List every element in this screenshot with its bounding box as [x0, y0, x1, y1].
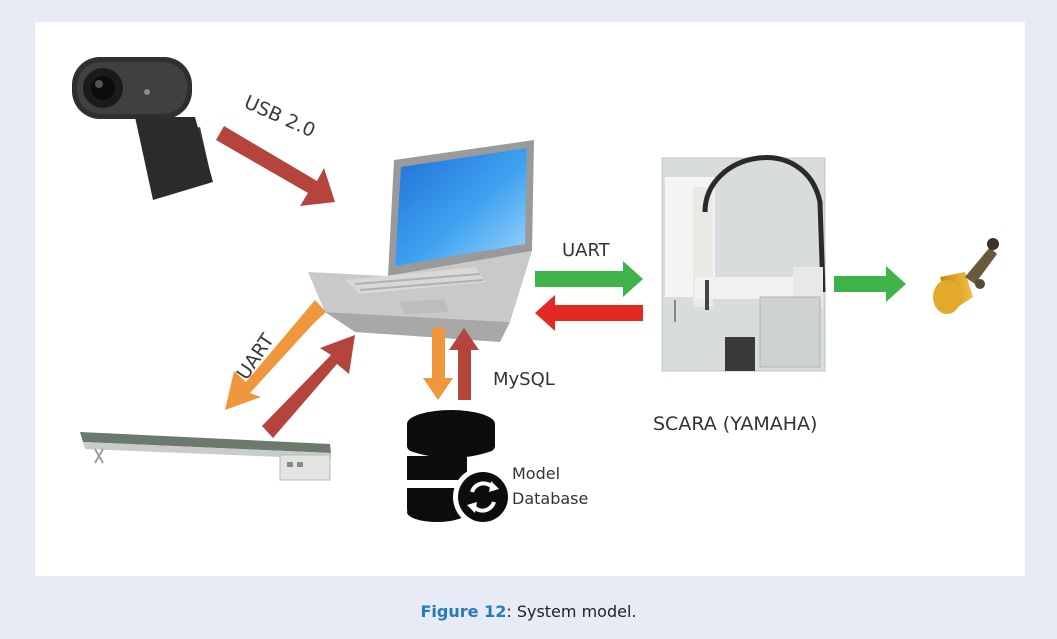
- scara-label: SCARA (YAMAHA): [653, 413, 817, 435]
- output-arrow: [834, 266, 906, 302]
- usb-label: USB 2.0: [241, 91, 319, 142]
- system-model-diagram: USB 2.0 UART: [72, 57, 999, 527]
- db-label-line1: Model: [512, 464, 560, 483]
- mysql-up-arrow: [449, 328, 479, 400]
- uart-up-arrow: [262, 335, 355, 438]
- webcam-icon: [72, 57, 213, 200]
- figure-label: Figure 12: [420, 602, 507, 621]
- mysql-label: MySQL: [493, 369, 555, 390]
- uart-right-label: UART: [562, 240, 611, 261]
- caption-text: : System model.: [506, 602, 637, 621]
- figure-caption: Figure 12: System model.: [0, 602, 1057, 621]
- scara-robot-image: [661, 155, 826, 372]
- diagram-panel: USB 2.0 UART: [35, 22, 1025, 576]
- mysql-down-arrow: [423, 328, 453, 400]
- uart-in-arrow: [535, 295, 643, 331]
- database-icon: [406, 410, 513, 527]
- product-part-image: [933, 238, 999, 314]
- usb-arrow: [216, 126, 335, 206]
- laptop-icon: [308, 140, 534, 342]
- uart-out-arrow: [535, 261, 643, 297]
- db-label-line2: Database: [512, 489, 588, 508]
- conveyor-belt-icon: [80, 432, 331, 481]
- uart-down-arrow: [225, 300, 326, 410]
